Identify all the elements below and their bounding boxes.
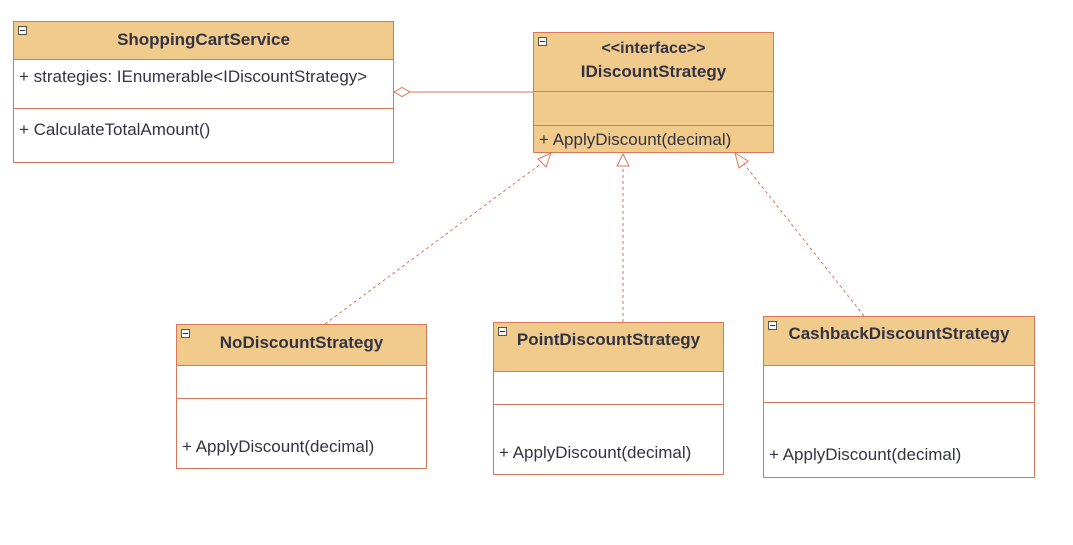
realization-link-cashback-discount	[734, 151, 865, 317]
methods-section: + ApplyDiscount(decimal)	[764, 402, 1034, 477]
class-idiscount-strategy[interactable]: <<interface>> IDiscountStrategy + ApplyD…	[533, 32, 774, 153]
class-no-discount-strategy[interactable]: NoDiscountStrategy + ApplyDiscount(decim…	[176, 324, 427, 469]
class-shopping-cart-service[interactable]: ShoppingCartService + strategies: IEnume…	[13, 21, 394, 163]
class-header: <<interface>> IDiscountStrategy	[534, 33, 773, 92]
method-item: + ApplyDiscount(decimal)	[182, 437, 375, 456]
class-header: NoDiscountStrategy	[177, 325, 426, 366]
class-name: ShoppingCartService	[117, 30, 290, 49]
collapse-icon[interactable]	[18, 26, 27, 35]
methods-section: + ApplyDiscount(decimal)	[177, 398, 426, 468]
realization-link-no-discount	[324, 152, 552, 325]
realization-arrowhead	[537, 152, 552, 168]
method-item: + ApplyDiscount(decimal)	[539, 130, 732, 149]
methods-section: + CalculateTotalAmount()	[14, 108, 393, 162]
collapse-icon[interactable]	[768, 321, 777, 330]
class-name: IDiscountStrategy	[580, 62, 727, 81]
attribute-item: + strategies: IEnumerable<IDiscountStrat…	[19, 67, 368, 86]
aggregation-link	[392, 86, 534, 98]
collapse-icon[interactable]	[498, 327, 507, 336]
realization-link-point-discount	[616, 152, 630, 322]
method-item: + ApplyDiscount(decimal)	[769, 445, 962, 464]
attributes-section	[494, 372, 723, 404]
collapse-icon[interactable]	[538, 37, 547, 46]
class-header: PointDiscountStrategy	[494, 323, 723, 372]
collapse-icon[interactable]	[181, 329, 190, 338]
attributes-section	[534, 92, 773, 125]
method-item: + ApplyDiscount(decimal)	[499, 443, 692, 462]
class-cashback-discount-strategy[interactable]: CashbackDiscountStrategy + ApplyDiscount…	[763, 316, 1035, 478]
method-item: + CalculateTotalAmount()	[19, 120, 211, 139]
class-header: CashbackDiscountStrategy	[764, 317, 1034, 366]
stereotype-label: <<interface>>	[601, 40, 706, 57]
methods-section: + ApplyDiscount(decimal)	[534, 125, 773, 152]
class-name: NoDiscountStrategy	[219, 333, 384, 352]
class-point-discount-strategy[interactable]: PointDiscountStrategy + ApplyDiscount(de…	[493, 322, 724, 475]
attributes-section	[764, 366, 1034, 402]
methods-section: + ApplyDiscount(decimal)	[494, 404, 723, 474]
class-name: PointDiscountStrategy	[516, 330, 701, 349]
realization-arrowhead	[616, 152, 630, 167]
attributes-section: + strategies: IEnumerable<IDiscountStrat…	[14, 60, 393, 108]
realization-arrowhead	[734, 151, 749, 169]
aggregation-diamond	[392, 86, 412, 98]
class-name: CashbackDiscountStrategy	[788, 324, 1010, 343]
class-header: ShoppingCartService	[14, 22, 393, 60]
attributes-section	[177, 366, 426, 398]
